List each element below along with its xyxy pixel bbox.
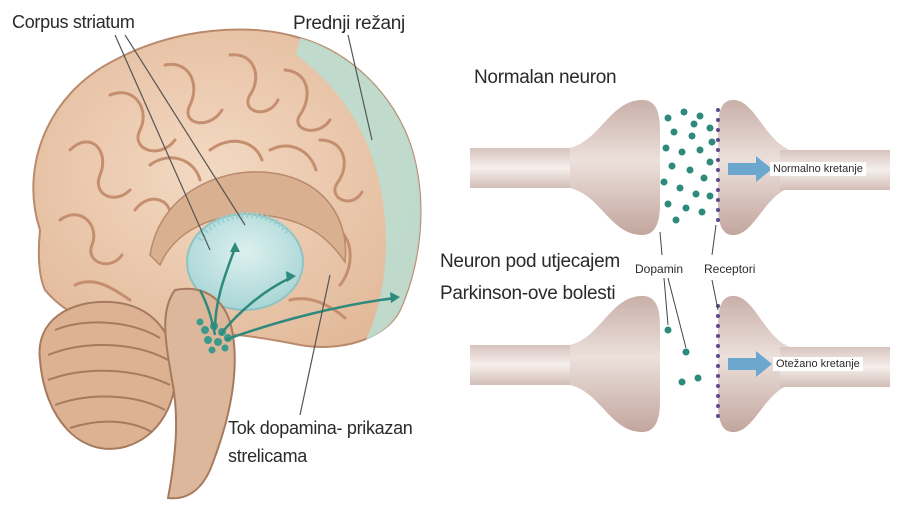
label-dopamine-flow-line2: strelicama <box>228 446 307 467</box>
presynaptic-terminal <box>570 100 660 235</box>
label-dopamine: Dopamin <box>635 262 683 276</box>
title-parkinson-line2: Parkinson-ove bolesti <box>440 283 615 305</box>
label-receptors: Receptori <box>704 262 755 276</box>
label-impaired-movement: Otežano kretanje <box>773 357 863 371</box>
label-dopamine-flow-line1: Tok dopamina- prikazan <box>228 418 413 439</box>
label-corpus-striatum: Corpus striatum <box>12 12 135 33</box>
label-normal-movement: Normalno kretanje <box>770 162 866 176</box>
title-parkinson-line1: Neuron pod utjecajem <box>440 251 620 273</box>
dopamine-molecules-normal <box>661 109 716 224</box>
title-normal-neuron: Normalan neuron <box>474 67 616 89</box>
label-frontal-lobe: Prednji režanj <box>293 13 405 35</box>
presynaptic-terminal-pd <box>570 296 660 432</box>
